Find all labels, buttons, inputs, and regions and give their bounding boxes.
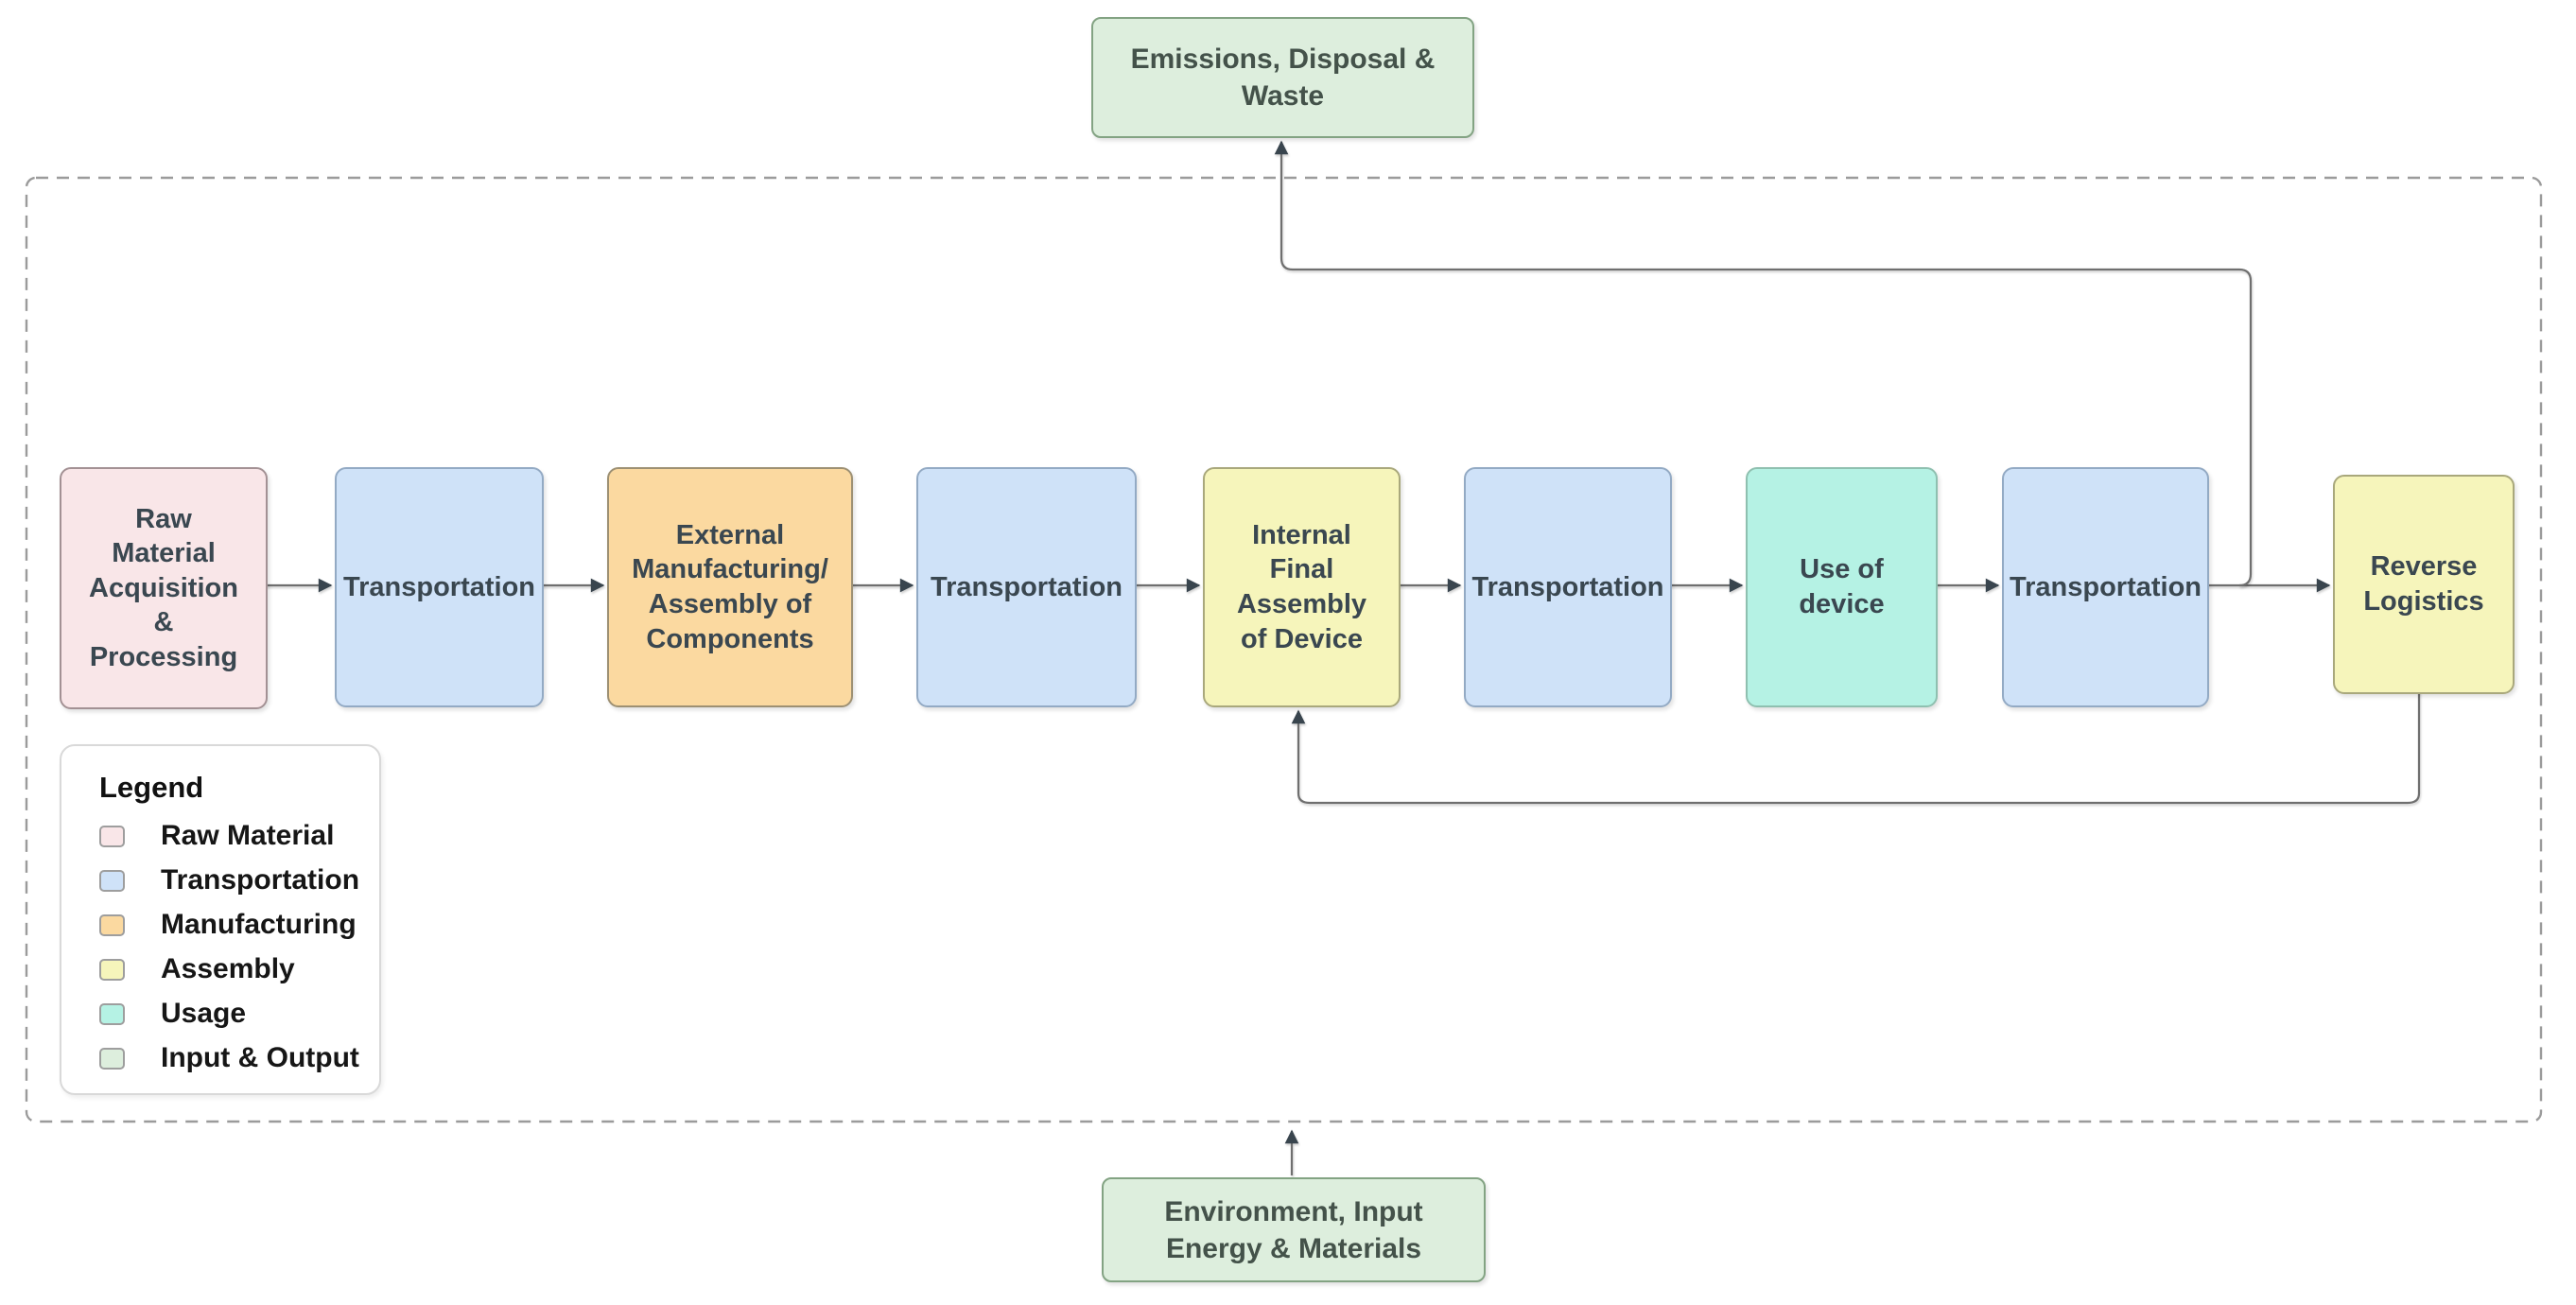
legend-swatch-raw-material (99, 825, 125, 847)
node-reverse-logistics: Reverse Logistics (2333, 475, 2515, 694)
node-emissions-disposal-waste: Emissions, Disposal & Waste (1091, 17, 1474, 138)
node-label: Transportation (930, 571, 1123, 602)
node-label: Emissions, Disposal & Waste (1130, 44, 1436, 112)
node-external-manufacturing-assembly: External Manufacturing/ Assembly of Comp… (607, 467, 853, 707)
node-raw-material-acquisition-processing: Raw Material Acquisition & Processing (60, 467, 268, 709)
legend-item-usage: Usage (99, 998, 370, 1030)
legend-label: Usage (161, 998, 247, 1029)
legend: Legend Raw Material Transportation Manuf… (60, 744, 381, 1095)
node-transportation-3: Transportation (1464, 467, 1672, 707)
legend-item-raw-material: Raw Material (99, 820, 370, 852)
node-internal-final-assembly: Internal Final Assembly of Device (1203, 467, 1401, 707)
node-transportation-4: Transportation (2002, 467, 2209, 707)
node-label: Transportation (342, 571, 535, 602)
legend-swatch-manufacturing (99, 914, 125, 936)
node-transportation-1: Transportation (335, 467, 544, 707)
legend-swatch-usage (99, 1002, 125, 1025)
legend-swatch-assembly (99, 958, 125, 981)
legend-swatch-transportation (99, 869, 125, 892)
legend-swatch-input-output (99, 1047, 125, 1070)
node-label: Environment, Input Energy & Materials (1164, 1195, 1423, 1264)
legend-item-manufacturing: Manufacturing (99, 909, 370, 941)
legend-label: Assembly (161, 953, 295, 984)
node-label: Internal Final Assembly of Device (1236, 519, 1366, 654)
node-environment-input-energy-materials: Environment, Input Energy & Materials (1102, 1177, 1486, 1282)
legend-label: Transportation (161, 864, 360, 896)
edge-to-emissions-output (1274, 140, 2253, 587)
node-label: Transportation (2009, 571, 2202, 602)
node-label: Use of device (1799, 554, 1885, 619)
legend-label: Input & Output (161, 1042, 359, 1073)
edge-reverse-logistics-to-internal-assembly (1291, 690, 2421, 805)
legend-item-assembly: Assembly (99, 953, 370, 985)
legend-title: Legend (99, 771, 204, 804)
node-use-of-device: Use of device (1746, 467, 1938, 707)
node-transportation-2: Transportation (916, 467, 1137, 707)
legend-label: Raw Material (161, 820, 335, 851)
legend-item-input-output: Input & Output (99, 1042, 370, 1074)
legend-label: Manufacturing (161, 909, 357, 940)
node-label: Raw Material Acquisition & Processing (89, 503, 238, 672)
node-label: External Manufacturing/ Assembly of Comp… (632, 519, 828, 654)
node-label: Reverse Logistics (2363, 551, 2484, 617)
legend-item-transportation: Transportation (99, 864, 370, 896)
node-label: Transportation (1471, 571, 1664, 602)
